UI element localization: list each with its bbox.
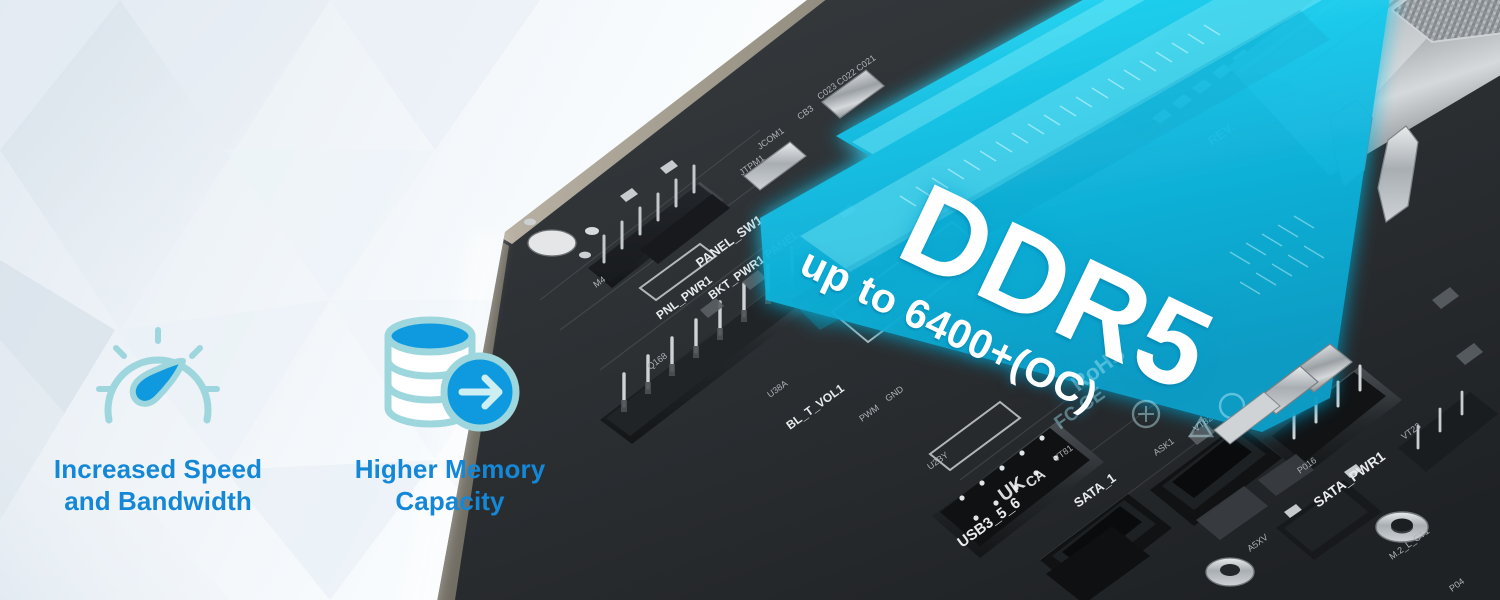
feature-increased-speed: Increased Speed and Bandwidth: [8, 312, 308, 517]
dimm-slot-glow: [760, 0, 1392, 432]
feature-label-line2: Capacity: [395, 485, 505, 516]
feature-label-line2: and Bandwidth: [64, 485, 252, 516]
database-arrow-icon: [300, 312, 600, 434]
feature-label-line1: Higher Memory: [354, 454, 546, 484]
feature-label-line1: Increased Speed: [53, 454, 263, 484]
feature-label-increased-speed: Increased Speed and Bandwidth: [8, 454, 308, 517]
speedometer-icon: [8, 312, 308, 434]
feature-higher-memory: Higher Memory Capacity: [300, 312, 600, 517]
feature-label-higher-memory: Higher Memory Capacity: [300, 454, 600, 517]
feature-list: Increased Speed and Bandwidth: [0, 312, 620, 572]
